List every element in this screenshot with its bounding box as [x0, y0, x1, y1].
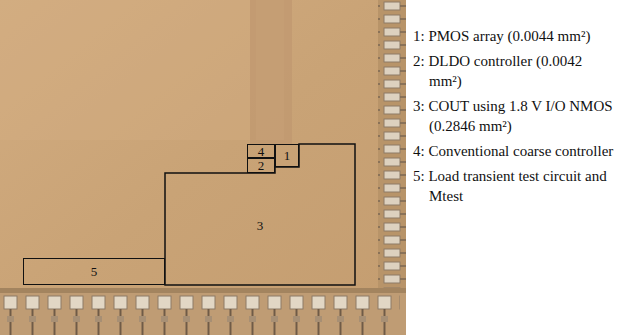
legend-item: 5: Load transient test circuit and Mtest	[413, 166, 617, 206]
callout-number: 3	[257, 220, 264, 231]
bond-area	[0, 293, 406, 335]
legend-item: 2: DLDO controller (0.0042 mm²)	[413, 51, 617, 91]
callout-number: 5	[91, 266, 98, 277]
legend-item: 4: Conventional coarse controller	[413, 141, 617, 161]
callout-number: 2	[258, 160, 265, 171]
pad-ring	[378, 0, 406, 290]
side-pads	[378, 0, 406, 290]
metal-band-core	[256, 0, 284, 140]
region-box: 4	[247, 144, 275, 158]
legend-item: 1: PMOS array (0.0044 mm²)	[413, 26, 617, 46]
die-surface	[0, 0, 406, 335]
region-outline	[165, 144, 355, 285]
pad-ring-edge	[0, 288, 406, 293]
die-region	[0, 0, 250, 140]
legend-item: 3: COUT using 1.8 V I/O NMOS (0.2846 mm²…	[413, 96, 617, 136]
region-box: 5	[23, 258, 165, 285]
region-outline	[165, 144, 355, 285]
callout-number: 1	[284, 150, 291, 161]
region-box: 2	[247, 158, 275, 173]
bottom-pads	[0, 293, 400, 335]
callout-number: 4	[258, 146, 265, 157]
metal-band	[250, 0, 292, 144]
region-box: 3	[165, 144, 355, 285]
region-box: 1	[275, 144, 299, 167]
